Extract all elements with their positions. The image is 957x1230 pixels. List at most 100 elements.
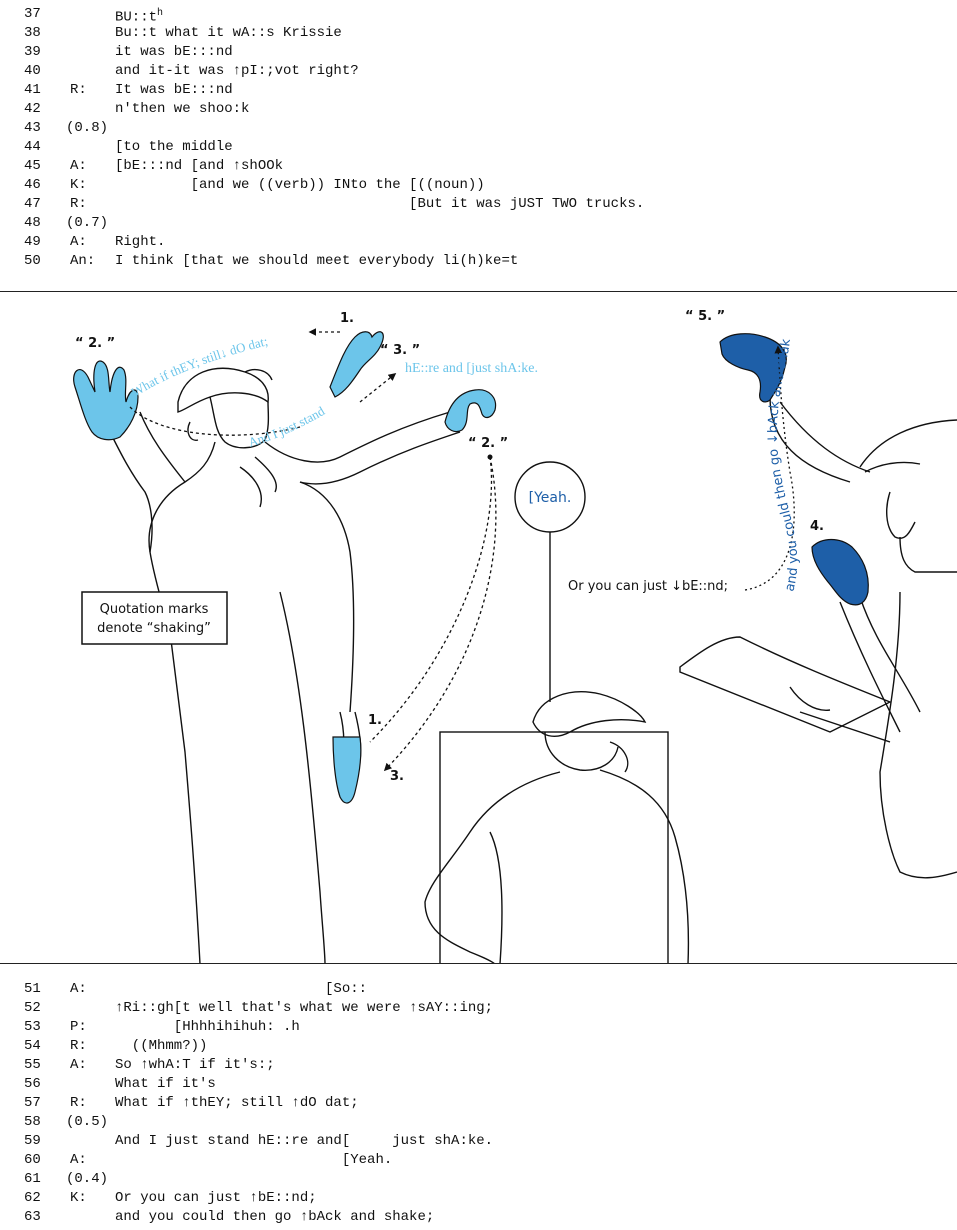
svg-text:Quotation marks: Quotation marks — [100, 602, 209, 617]
speaker-label: R: — [70, 1095, 87, 1111]
gesture-paths-left — [129, 328, 497, 772]
line-number: 50 — [24, 253, 41, 269]
divider-top — [0, 291, 957, 292]
utterance-text: Right. — [115, 234, 166, 250]
line-number: 37 — [24, 6, 41, 22]
transcript-line: 61(0.4) — [0, 1170, 957, 1188]
line-number: 48 — [24, 215, 41, 231]
transcript-line: 39 it was bE:::nd — [0, 43, 957, 61]
utterance-text: [to the middle — [115, 139, 233, 155]
here-and-shake-text: hE::re and [just shA:ke. — [405, 361, 538, 376]
utterance-text: And I just stand hE::re and[ just shA:ke… — [115, 1133, 494, 1149]
utterance-text: ↑Ri::gh[t well that's what we were ↑sAY:… — [115, 1000, 494, 1016]
speaker-label: R: — [70, 82, 87, 98]
transcript-line: 37 BU::th — [0, 5, 957, 26]
hand-pointing — [444, 389, 497, 433]
transcript-line: 58(0.5) — [0, 1113, 957, 1131]
utterance-text: it was bE:::nd — [115, 44, 233, 60]
line-number: 39 — [24, 44, 41, 60]
transcript-line: 41 R: It was bE:::nd — [0, 81, 957, 99]
quotation-marks-box: Quotation marks denote “shaking” — [81, 591, 228, 645]
transcript-line: 60 A: [Yeah. — [0, 1151, 957, 1169]
line-number: 62 — [24, 1190, 41, 1206]
line-number: 51 — [24, 981, 41, 997]
utterance-text: [Yeah. — [115, 1152, 393, 1168]
label-4: 4. — [810, 519, 824, 534]
utterance-text: Or you can just ↑bE::nd; — [115, 1190, 317, 1206]
utterance-text: n'then we shoo:k — [115, 101, 250, 117]
utterance-text: So ↑whA:T if it's:; — [115, 1057, 275, 1073]
speaker-label: A: — [70, 1057, 87, 1073]
line-number: 59 — [24, 1133, 41, 1149]
line-number: 55 — [24, 1057, 41, 1073]
utterance-text: [But it was jUST TWO trucks. — [115, 196, 645, 212]
svg-text:denote “shaking”: denote “shaking” — [97, 621, 211, 636]
utterance-text: [bE:::nd [and ↑shOOk — [115, 158, 284, 174]
utterance-text: I think [that we should meet everybody l… — [115, 253, 519, 269]
pause-duration: (0.5) — [66, 1114, 109, 1130]
utterance-text: [So:: — [115, 981, 368, 997]
label-3-bottom: 3. — [390, 769, 404, 784]
superscript: h — [157, 8, 164, 19]
right-figure-hands — [719, 333, 869, 606]
label-5: “ 5. ” — [685, 309, 725, 324]
line-number: 40 — [24, 63, 41, 79]
line-number: 44 — [24, 139, 41, 155]
utterance-text: and it-it was ↑pI:;vot right? — [115, 63, 359, 79]
line-number: 60 — [24, 1152, 41, 1168]
transcript-line: 59 And I just stand hE::re and[ just shA:… — [0, 1132, 957, 1150]
hand-middle-right — [811, 538, 869, 606]
hand-top-right — [719, 333, 787, 403]
transcript-line: 55 A: So ↑whA:T if it's:; — [0, 1056, 957, 1074]
gesture-paths-right — [744, 345, 795, 591]
yeah-speech-bubble: [Yeah. — [514, 461, 586, 533]
utterance-text: What if ↑thEY; still ↑dO dat; — [115, 1095, 359, 1111]
curved-text-what-if: What if thEY; still↓ dO dat; — [129, 333, 270, 399]
utterance-text: Bu::t what it wA::s Krissie — [115, 25, 342, 41]
utterance-text: and you could then go ↑bAck and shake; — [115, 1209, 435, 1225]
line-number: 45 — [24, 158, 41, 174]
pause-duration: (0.8) — [66, 120, 109, 136]
utterance-text: It was bE:::nd — [115, 82, 233, 98]
line-number: 46 — [24, 177, 41, 193]
left-hand-raised — [73, 360, 139, 441]
label-1-bottom: 1. — [368, 713, 382, 728]
line-number: 47 — [24, 196, 41, 212]
transcript-line: 40 and it-it was ↑pI:;vot right? — [0, 62, 957, 80]
transcript-line: 48 (0.7) — [0, 214, 957, 232]
utterance-text: [and we ((verb)) INto the [((noun)) — [115, 177, 485, 193]
right-figure — [679, 396, 957, 879]
line-number: 41 — [24, 82, 41, 98]
speaker-label: A: — [70, 981, 87, 997]
pause-duration: (0.4) — [66, 1171, 109, 1187]
speaker-label: P: — [70, 1019, 87, 1035]
transcript-line: 45 A: [bE:::nd [and ↑shOOk — [0, 157, 957, 175]
speaker-label: R: — [70, 1038, 87, 1054]
curved-text-and-i-just-stand: And I just stand — [246, 403, 327, 450]
line-number: 56 — [24, 1076, 41, 1092]
transcript-line: 56 What if it's — [0, 1075, 957, 1093]
left-man-figure — [109, 367, 461, 964]
illustration: What if thEY; still↓ dO dat; And I just … — [0, 292, 957, 964]
speaker-label: R: — [70, 196, 87, 212]
speaker-label: A: — [70, 1152, 87, 1168]
transcript-line: 51 A: [So:: — [0, 980, 957, 998]
utterance-text: BU::th — [115, 8, 164, 26]
speaker-label: An: — [70, 253, 96, 269]
transcript-line: 57 R: What if ↑thEY; still ↑dO dat; — [0, 1094, 957, 1112]
svg-text:[Yeah.: [Yeah. — [529, 490, 572, 506]
utterance-text: What if it's — [115, 1076, 216, 1092]
transcript-line: 44 [to the middle — [0, 138, 957, 156]
speaker-label: A: — [70, 158, 87, 174]
pause-duration: (0.7) — [66, 215, 109, 231]
curved-text-back-and-shake: and you could then go ↓bAck and shake; — [0, 292, 801, 593]
line-number: 57 — [24, 1095, 41, 1111]
